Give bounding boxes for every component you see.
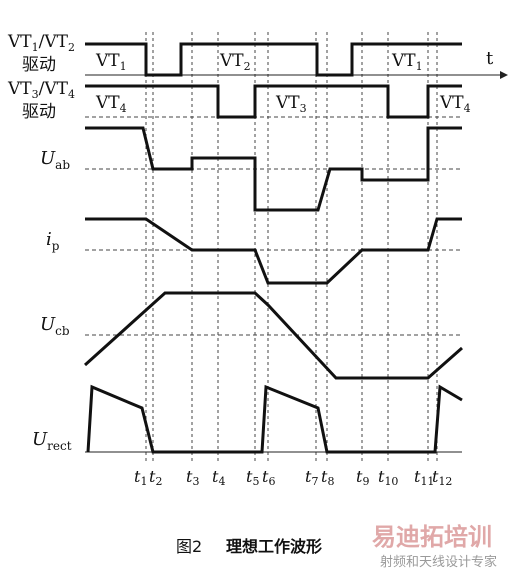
row-ip [85, 217, 462, 285]
ucb-wave [83, 291, 463, 380]
watermark-sub: 射频和天线设计专家 [380, 554, 497, 570]
tick-t11: t11 [414, 467, 434, 488]
label-ip: ip [46, 229, 60, 253]
row-ucb [83, 291, 463, 380]
tick-t3: t3 [186, 467, 199, 488]
tick-t6: t6 [262, 467, 275, 488]
time-axis-arrow [500, 71, 508, 79]
segment-label-row1-0: VT1 [95, 51, 127, 73]
tick-t10: t10 [378, 467, 398, 488]
urect-wave [86, 384, 463, 454]
watermark-main: 易迪拓培训 [372, 523, 492, 551]
label-ucb: Ucb [40, 314, 70, 338]
segment-label-row2-1: VT3 [275, 93, 307, 115]
vt12-drive-wave [85, 42, 462, 77]
tick-t4: t4 [212, 467, 225, 488]
label-vt12: VT1/VT2 [7, 32, 75, 54]
tick-t9: t9 [356, 467, 369, 488]
time-tick-labels: t1 t2 t3 t4 t5 t6 t7 t8 t9 t10 t11 t12 [134, 467, 452, 488]
segment-label-row1-2: VT1 [391, 51, 423, 73]
label-vt34: VT3/VT4 [7, 79, 75, 101]
segment-labels: VT1 VT2 VT1 VT4 VT3 VT4 [95, 51, 471, 115]
row-uab [85, 126, 462, 212]
label-urect: Urect [32, 429, 72, 453]
vt34-drive-wave [85, 84, 462, 119]
caption-fig-number: 图2 [176, 537, 202, 556]
caption-title: 理想工作波形 [226, 537, 322, 556]
label-vt34-drive: 驱动 [22, 102, 56, 122]
tick-t7: t7 [305, 467, 318, 488]
segment-label-row2-2: VT4 [439, 93, 471, 115]
segment-label-row2-0: VT4 [95, 93, 127, 115]
row-vt34-drive [85, 84, 462, 119]
label-vt12-drive: 驱动 [22, 55, 56, 75]
tick-t12: t12 [432, 467, 452, 488]
segment-label-row1-1: VT2 [219, 51, 251, 73]
row-vt12-drive [85, 42, 508, 79]
figure-caption: 图2 理想工作波形 [176, 537, 322, 556]
tick-t8: t8 [321, 467, 334, 488]
tick-t2: t2 [149, 467, 162, 488]
label-uab: Uab [40, 148, 70, 172]
tick-t5: t5 [246, 467, 259, 488]
axis-label-t: t [486, 48, 494, 69]
signal-labels: VT1/VT2 驱动 VT3/VT4 驱动 Uab ip Ucb Urect t [7, 32, 494, 453]
tick-t1: t1 [134, 467, 147, 488]
watermark: 易迪拓培训 射频和天线设计专家 [372, 523, 497, 570]
ip-wave [85, 217, 462, 285]
row-urect [85, 384, 463, 454]
uab-wave [85, 126, 462, 212]
